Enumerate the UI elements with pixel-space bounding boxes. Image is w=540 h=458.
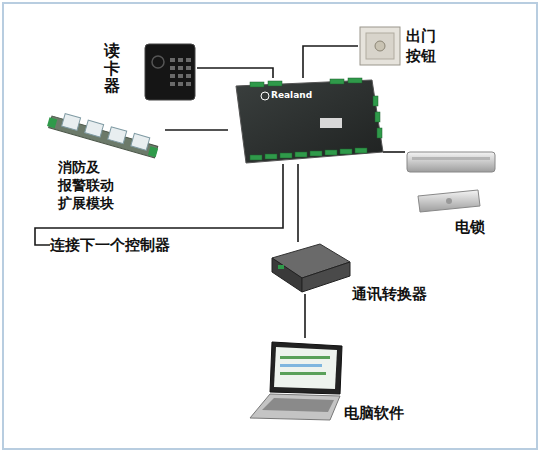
device-label: 通讯转换器	[352, 285, 427, 303]
wire-connector	[197, 68, 273, 78]
device-label: 出门 按钮	[406, 27, 436, 66]
connection-label: 连接下一个控制器	[50, 236, 170, 254]
controller-board: Realand	[228, 78, 383, 164]
wire-connector	[165, 129, 228, 131]
device-label: 电脑软件	[344, 404, 404, 422]
wire-connector	[303, 46, 358, 78]
brand-logo-text: Realand	[271, 91, 312, 101]
converter-picture	[272, 244, 350, 292]
card-reader: 读卡器	[143, 43, 197, 101]
label-holder: 电锁	[455, 218, 485, 236]
card-reader-picture	[145, 44, 195, 100]
electric-lock: 电锁	[405, 150, 497, 214]
label-holder: 通讯转换器	[352, 285, 427, 303]
converter: 通讯转换器	[268, 242, 350, 294]
alarm-module-picture	[47, 110, 161, 158]
device-label: 消防及 报警联动 扩展模块	[58, 158, 114, 213]
label-holder: Realand	[271, 91, 312, 101]
label-holder: 读卡器	[104, 42, 120, 95]
device-label: 读卡器	[104, 42, 120, 95]
label-holder: 电脑软件	[344, 404, 404, 422]
device-label: 电锁	[455, 218, 485, 236]
controller-board-picture	[236, 78, 383, 163]
laptop-picture	[250, 342, 342, 420]
wire-connector	[304, 294, 306, 338]
label-holder: 消防及 报警联动 扩展模块	[58, 158, 114, 213]
computer: 电脑软件	[242, 338, 342, 422]
label-holder: 出门 按钮	[406, 27, 436, 66]
exit-button: 出门 按钮	[358, 25, 402, 67]
electric-lock-picture	[407, 152, 495, 212]
next-controller-end: 连接下一个控制器	[50, 236, 170, 254]
alarm-module: 消防及 报警联动 扩展模块	[45, 105, 165, 155]
picture-frame	[3, 3, 537, 449]
wire-connector	[297, 164, 299, 242]
exit-button-picture	[360, 27, 400, 65]
wire-connector	[383, 151, 405, 153]
